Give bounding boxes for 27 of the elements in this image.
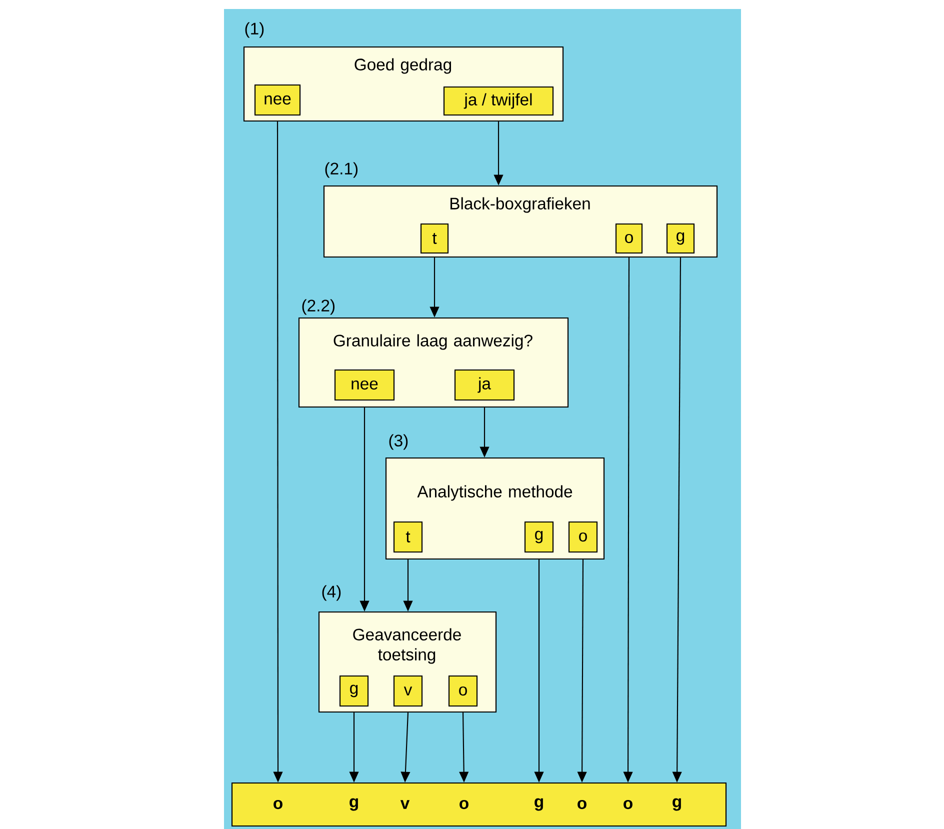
answer-tag: ja / twijfel — [443, 86, 554, 116]
answer-tag: o — [615, 223, 643, 254]
outcome-letter: o — [624, 800, 632, 810]
answer-tag: nee — [254, 84, 301, 116]
answer-tag: g — [339, 675, 369, 707]
result-bar — [231, 782, 727, 827]
answer-tag: t — [420, 223, 449, 254]
step-number: (4) — [322, 585, 341, 601]
outcome-letter: o — [578, 800, 586, 810]
outcome-letter: o — [460, 800, 468, 810]
answer-tag: o — [568, 521, 598, 553]
answer-tag: v — [393, 675, 423, 707]
answer-tag: ja — [454, 369, 515, 401]
step-number: (2.2) — [302, 299, 334, 315]
answer-tag: o — [448, 675, 478, 707]
answer-tag: g — [524, 521, 554, 553]
step-number: (1) — [245, 22, 264, 38]
step-number: (2.1) — [325, 162, 358, 178]
outcome-letter: g — [350, 798, 358, 811]
step-number: (3) — [389, 434, 408, 450]
outcome-letter: o — [274, 800, 282, 810]
answer-tag: g — [666, 223, 695, 254]
outcome-letter: g — [672, 798, 681, 811]
outcome-letter: g — [534, 798, 543, 811]
outcome-letter: v — [400, 800, 410, 809]
answer-tag: nee — [334, 369, 395, 401]
answer-tag: t — [393, 521, 423, 553]
